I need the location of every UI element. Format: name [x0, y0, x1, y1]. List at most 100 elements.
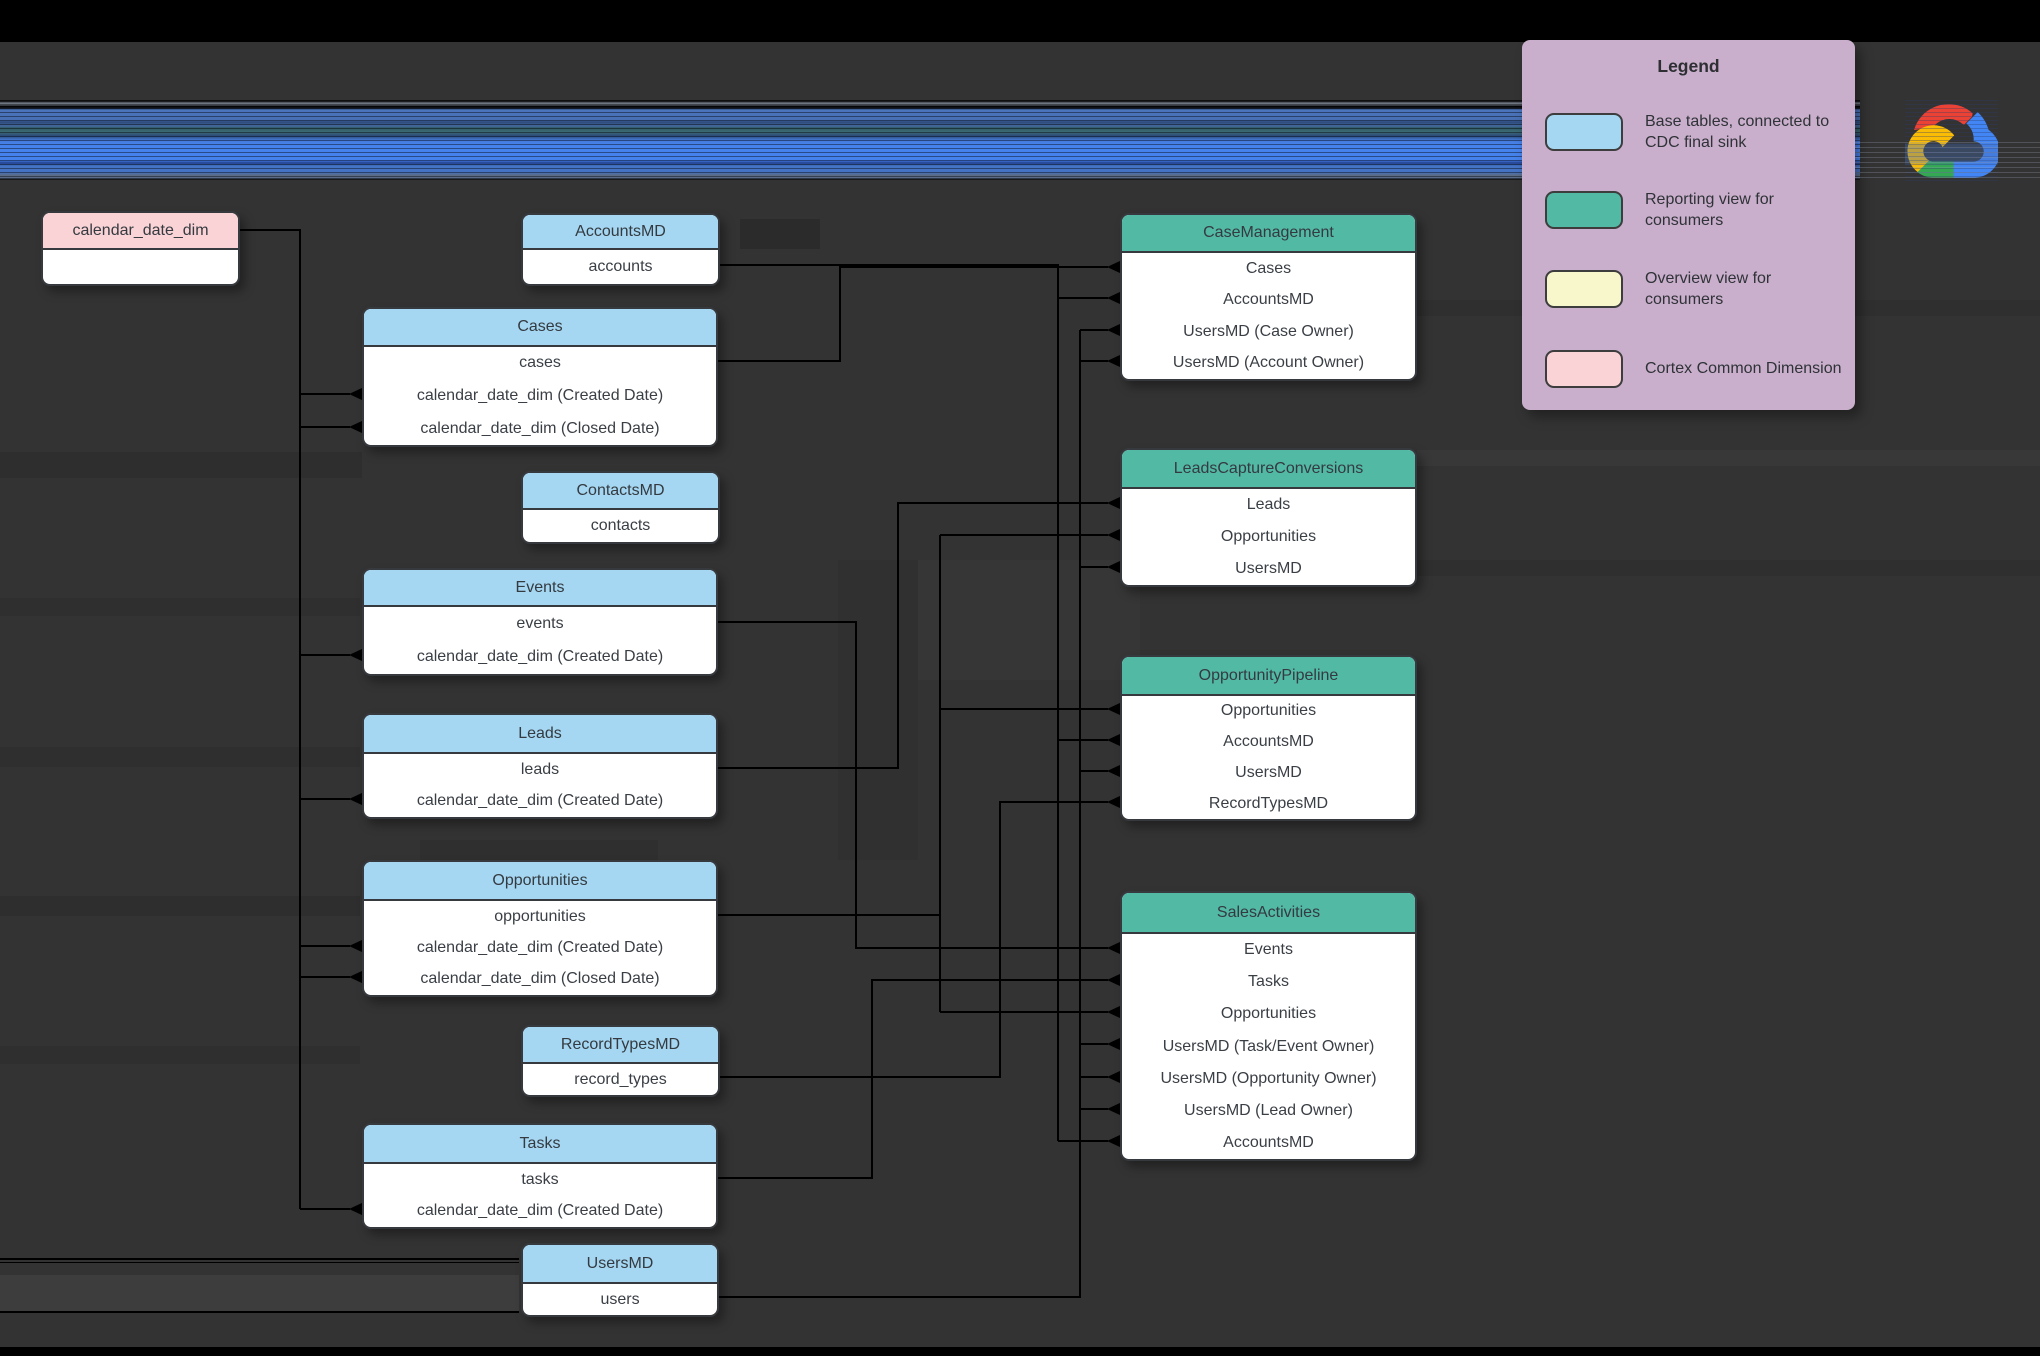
- entity-title: calendar_date_dim: [43, 213, 238, 250]
- connector-line: [719, 330, 1081, 1298]
- arrowhead-icon: [1107, 354, 1121, 368]
- glitch-band: [0, 452, 362, 478]
- legend-item: Base tables, connected to CDC final sink: [1545, 110, 1850, 154]
- arrowhead-icon: [1107, 528, 1121, 542]
- arrowhead-icon: [349, 970, 363, 984]
- entity-row: opportunities: [494, 907, 586, 925]
- glitch-band: [0, 1258, 519, 1260]
- arrowhead-icon: [1107, 1070, 1121, 1084]
- entity-row: Events: [1244, 941, 1293, 959]
- legend-label: Cortex Common Dimension: [1645, 360, 1842, 378]
- arrowhead-icon: [1107, 291, 1121, 305]
- arrowhead-icon: [1107, 941, 1121, 955]
- arrowhead-icon: [349, 1202, 363, 1216]
- entity-title: Tasks: [364, 1125, 716, 1164]
- arrowhead-icon: [349, 387, 363, 401]
- legend-label: Base tables, connected to CDC final sink: [1645, 112, 1830, 151]
- arrowhead-icon: [1107, 323, 1121, 337]
- entity-calendar_date_dim: calendar_date_dim: [41, 211, 240, 286]
- entity-row: leads: [520, 760, 560, 778]
- arrowhead-icon: [1107, 795, 1121, 809]
- entity-row: calendar_date_dim (Closed Date): [420, 419, 660, 437]
- entity-row: calendar_date_dim (Created Date): [416, 387, 664, 405]
- entity-row: UsersMD (Task/Event Owner): [1162, 1037, 1375, 1055]
- entity-row: AccountsMD: [1223, 733, 1314, 751]
- legend-panel: Legend Base tables, connected to CDC fin…: [1522, 40, 1855, 410]
- arrowhead-icon: [349, 939, 363, 953]
- arrowhead-icon: [1107, 702, 1121, 716]
- legend-label: Reporting view for consumers: [1645, 190, 1774, 229]
- arrowhead-icon: [349, 420, 363, 434]
- entity-row: UsersMD (Lead Owner): [1184, 1102, 1353, 1120]
- entity-row: UsersMD: [1235, 763, 1302, 781]
- entity-row: UsersMD: [1235, 560, 1302, 577]
- arrowhead-icon: [349, 792, 363, 806]
- entity-row: tasks: [521, 1170, 559, 1188]
- entity-row: accounts: [588, 258, 653, 275]
- top-black-band: [0, 0, 2040, 42]
- entity-title: Leads: [364, 715, 716, 754]
- arrowhead-icon: [1107, 733, 1121, 747]
- arrowhead-icon: [1107, 1102, 1121, 1116]
- legend-swatch: [1545, 113, 1623, 151]
- connector-line: [718, 621, 1108, 949]
- glitch-band: [838, 560, 918, 860]
- entity-title: RecordTypesMD: [523, 1027, 718, 1064]
- entity-row: calendar_date_dim (Created Date): [416, 938, 664, 956]
- connector-line: [718, 979, 1108, 1179]
- entity-title: UsersMD: [523, 1245, 717, 1284]
- entity-row: Opportunities: [1220, 528, 1317, 545]
- arrowhead-icon: [1107, 1005, 1121, 1019]
- entity-title: CaseManagement: [1122, 215, 1415, 253]
- entity-row: contacts: [590, 517, 651, 534]
- connector-line: [240, 229, 301, 1209]
- stripe-artifact-right: [1855, 142, 2040, 180]
- entity-row: Opportunities: [1220, 702, 1317, 720]
- entity-title: ContactsMD: [523, 473, 718, 510]
- google-cloud-logo: [1905, 100, 2000, 182]
- legend-swatch: [1545, 270, 1623, 308]
- glitch-band: [1417, 560, 2040, 576]
- arrowhead-icon: [1107, 496, 1121, 510]
- connector-line: [718, 502, 1108, 769]
- legend-item: Cortex Common Dimension: [1545, 347, 1850, 391]
- glitch-band: [0, 747, 360, 767]
- entity-row: calendar_date_dim (Created Date): [416, 648, 664, 666]
- entity-row: [43, 250, 238, 284]
- legend-item: Overview view for consumers: [1545, 267, 1850, 311]
- glitch-band: [1417, 450, 2040, 466]
- entity-row: UsersMD (Opportunity Owner): [1160, 1069, 1377, 1087]
- connector-line: [718, 266, 1108, 362]
- entity-title: Opportunities: [364, 862, 716, 901]
- entity-title: LeadsCaptureConversions: [1122, 450, 1415, 489]
- connector-line: [720, 801, 1108, 1078]
- arrowhead-icon: [1107, 764, 1121, 778]
- legend-swatch: [1545, 350, 1623, 388]
- entity-row: AccountsMD: [1223, 291, 1314, 309]
- glitch-band: [0, 1262, 519, 1263]
- bottom-black-band: [0, 1347, 2040, 1356]
- entity-AccountsMD: AccountsMD accounts: [521, 213, 720, 286]
- entity-row: AccountsMD: [1223, 1134, 1314, 1152]
- entity-row: RecordTypesMD: [1208, 794, 1329, 812]
- entity-row: Opportunities: [1220, 1005, 1317, 1023]
- arrowhead-icon: [1107, 1134, 1121, 1148]
- entity-title: OpportunityPipeline: [1122, 657, 1415, 696]
- legend-swatch: [1545, 191, 1623, 229]
- entity-Opportunities: Opportunities opportunities calendar_date_…: [362, 860, 718, 997]
- entity-title: SalesActivities: [1122, 893, 1415, 934]
- entity-title: AccountsMD: [523, 215, 718, 250]
- arrowhead-icon: [1107, 260, 1121, 274]
- entity-title: Events: [364, 570, 716, 607]
